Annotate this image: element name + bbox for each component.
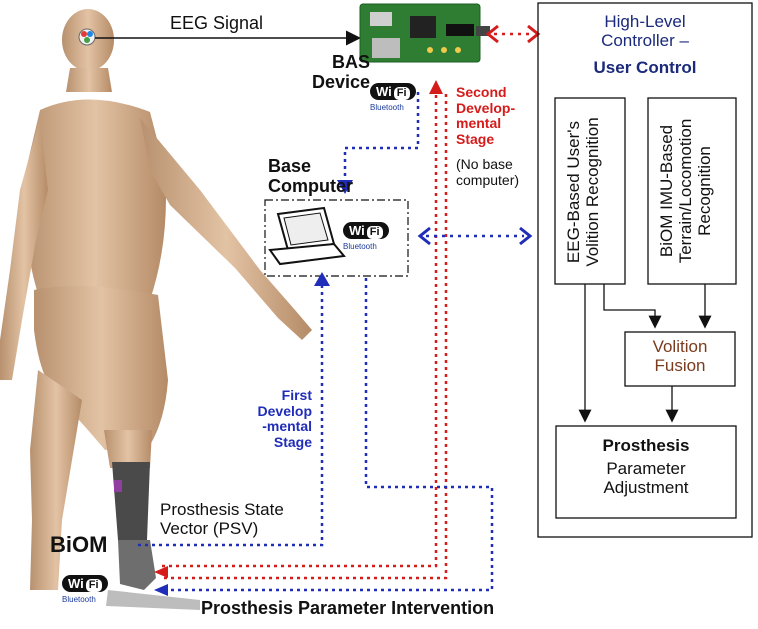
laptop-icon (268, 206, 346, 266)
controller-subtitle: User Control (593, 58, 697, 77)
first-stage-label: First Develop -mental Stage (257, 387, 312, 451)
bas-to-base-link (337, 92, 420, 194)
second-stage-link (154, 80, 448, 580)
intervention-label: Prosthesis Parameter Intervention (201, 598, 495, 618)
second-stage-label: Second Develop- mental Stage (456, 84, 516, 148)
base-controller-link (417, 226, 533, 246)
prosthesis-text: Prosthesis (602, 436, 690, 455)
biom-label: BiOM (50, 532, 108, 557)
eeg-volition-box (554, 97, 626, 285)
imu-terrain-box (647, 97, 737, 285)
bluetooth-icon: Bluetooth (62, 595, 96, 604)
prosthesis-adjust-box (555, 425, 737, 519)
base-computer-box (264, 199, 409, 277)
controller-box (537, 2, 753, 538)
controller-internal-arrows (578, 284, 712, 423)
volition-fusion-text: Volition Fusion (652, 337, 708, 376)
eeg-signal-label: EEG Signal (170, 13, 264, 33)
bluetooth-icon: Bluetooth (343, 242, 377, 251)
bas-circuit-board-image (359, 3, 490, 63)
no-base-label: (No base computer) (456, 156, 520, 188)
base-to-intervention-link (154, 278, 494, 596)
psv-label: Prosthesis State Vector (PSV) (160, 500, 284, 539)
volition-fusion-box (624, 331, 736, 387)
bas-controller-link (485, 24, 541, 44)
brain-sensor-icon (78, 28, 96, 46)
controller-title: High-Level Controller – (601, 12, 689, 51)
imu-terrain-text: BiOM IMU-Based Terrain/Locomotion Recogn… (657, 118, 715, 264)
base-computer-label: Base Computer (268, 156, 353, 197)
first-stage-link (138, 272, 330, 547)
bluetooth-icon: Bluetooth (370, 103, 404, 112)
human-figure-image (0, 9, 312, 610)
bas-device-label: BAS Device (311, 52, 370, 93)
eeg-volition-text: EEG-Based User's Volition Recognition (564, 117, 603, 267)
parameter-adjustment-text: Parameter Adjustment (603, 459, 689, 498)
